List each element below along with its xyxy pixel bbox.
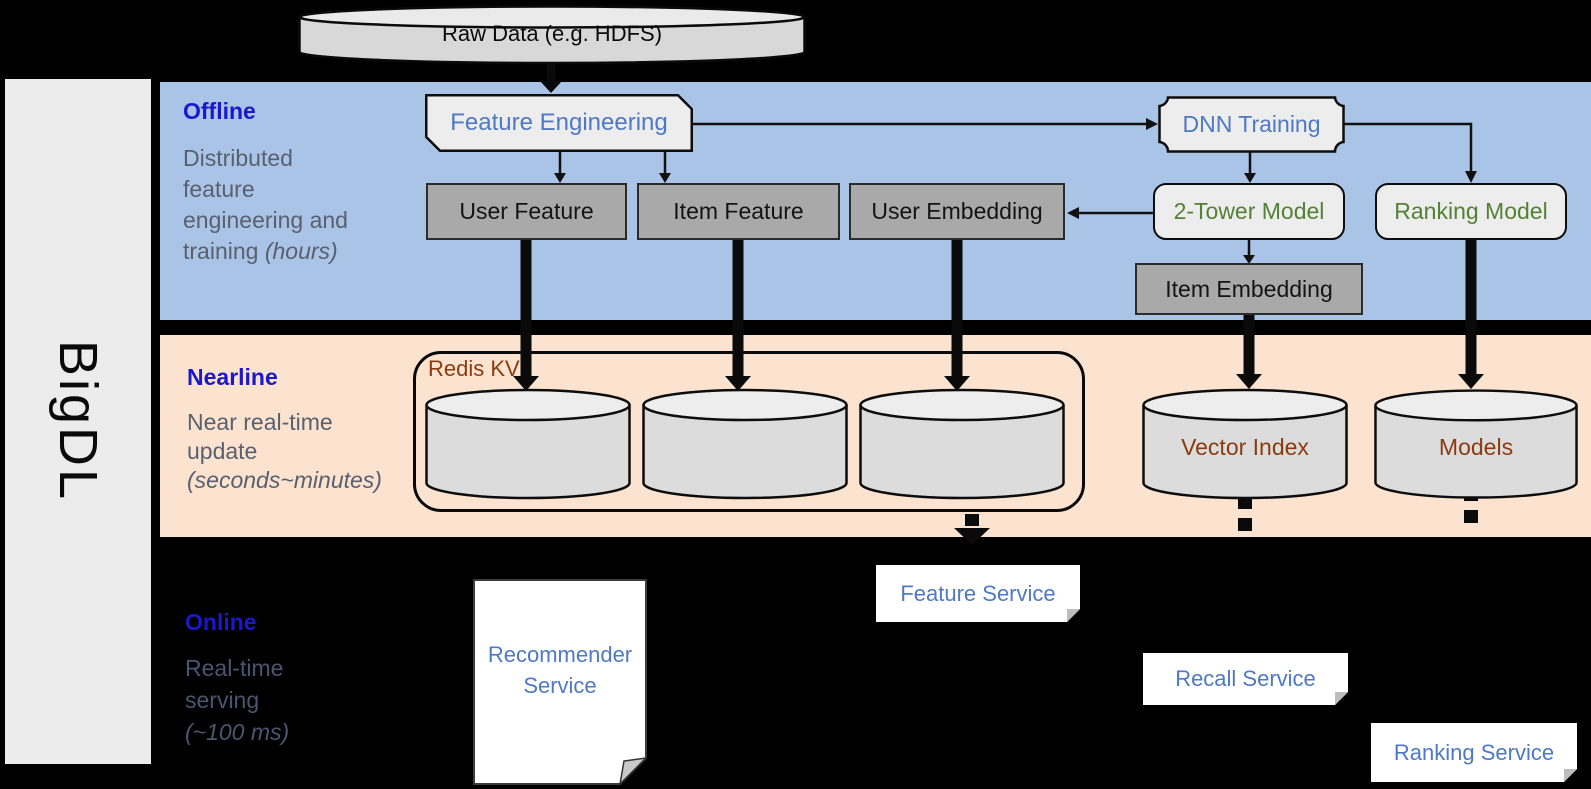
- two-tower-model-node: 2-Tower Model: [1153, 183, 1345, 240]
- vector-index-label: Vector Index: [1181, 434, 1309, 460]
- recommender-service-node: Recommender Service: [473, 579, 647, 785]
- raw-data-label: Raw Data (e.g. HDFS): [441, 21, 663, 46]
- feature-engineering-node: Feature Engineering: [425, 94, 693, 152]
- recall-service-node: Recall Service: [1143, 653, 1348, 705]
- dnn-training-label: DNN Training: [1182, 111, 1321, 137]
- redis-cylinder-1: [423, 388, 633, 508]
- online-description: Real-time serving (~100 ms): [185, 655, 290, 745]
- ranking-service-label: Ranking Service: [1371, 723, 1577, 782]
- user-embedding-node: User Embedding: [849, 183, 1065, 240]
- redis-cylinder-3: [857, 388, 1067, 508]
- models-store: Models: [1372, 388, 1580, 508]
- raw-data-store: Raw Data (e.g. HDFS): [297, 4, 807, 66]
- page-fold-icon: [1564, 769, 1577, 782]
- nearline-title: Nearline: [187, 364, 278, 390]
- models-label: Models: [1438, 434, 1514, 460]
- item-feature-node: Item Feature: [637, 183, 840, 240]
- offline-title: Offline: [183, 98, 256, 124]
- item-embedding-node: Item Embedding: [1135, 263, 1363, 315]
- plaque-shape: [1158, 96, 1345, 153]
- user-feature-node: User Feature: [426, 183, 627, 240]
- redis-kv-container: [413, 351, 1085, 512]
- ranking-service-node: Ranking Service: [1371, 723, 1577, 782]
- page-fold-icon: [1067, 609, 1080, 622]
- page-fold-icon: [1335, 692, 1348, 705]
- recall-service-label: Recall Service: [1143, 653, 1348, 705]
- recommender-service-label: Recommender Service: [487, 642, 633, 698]
- online-title: Online: [185, 609, 257, 635]
- feature-service-label: Feature Service: [876, 565, 1080, 622]
- redis-kv-label: Redis KV: [428, 356, 520, 381]
- feature-engineering-label: Feature Engineering: [450, 109, 668, 136]
- vector-index-store: Vector Index: [1140, 388, 1350, 508]
- cylinder-shape: [298, 5, 806, 65]
- document-shape: [473, 579, 647, 785]
- feature-service-node: Feature Service: [876, 565, 1080, 622]
- offline-description: Distributed feature engineering and trai…: [183, 145, 348, 264]
- nearline-description: Near real-time update (seconds~minutes): [187, 409, 382, 493]
- dnn-training-node: DNN Training: [1158, 96, 1345, 153]
- snip-corner-shape: [425, 94, 693, 152]
- bigdl-sidebar: BigDL: [5, 79, 151, 764]
- bigdl-logo-text: BigDL: [48, 340, 108, 503]
- ranking-model-node: Ranking Model: [1375, 183, 1567, 240]
- redis-cylinder-2: [640, 388, 850, 508]
